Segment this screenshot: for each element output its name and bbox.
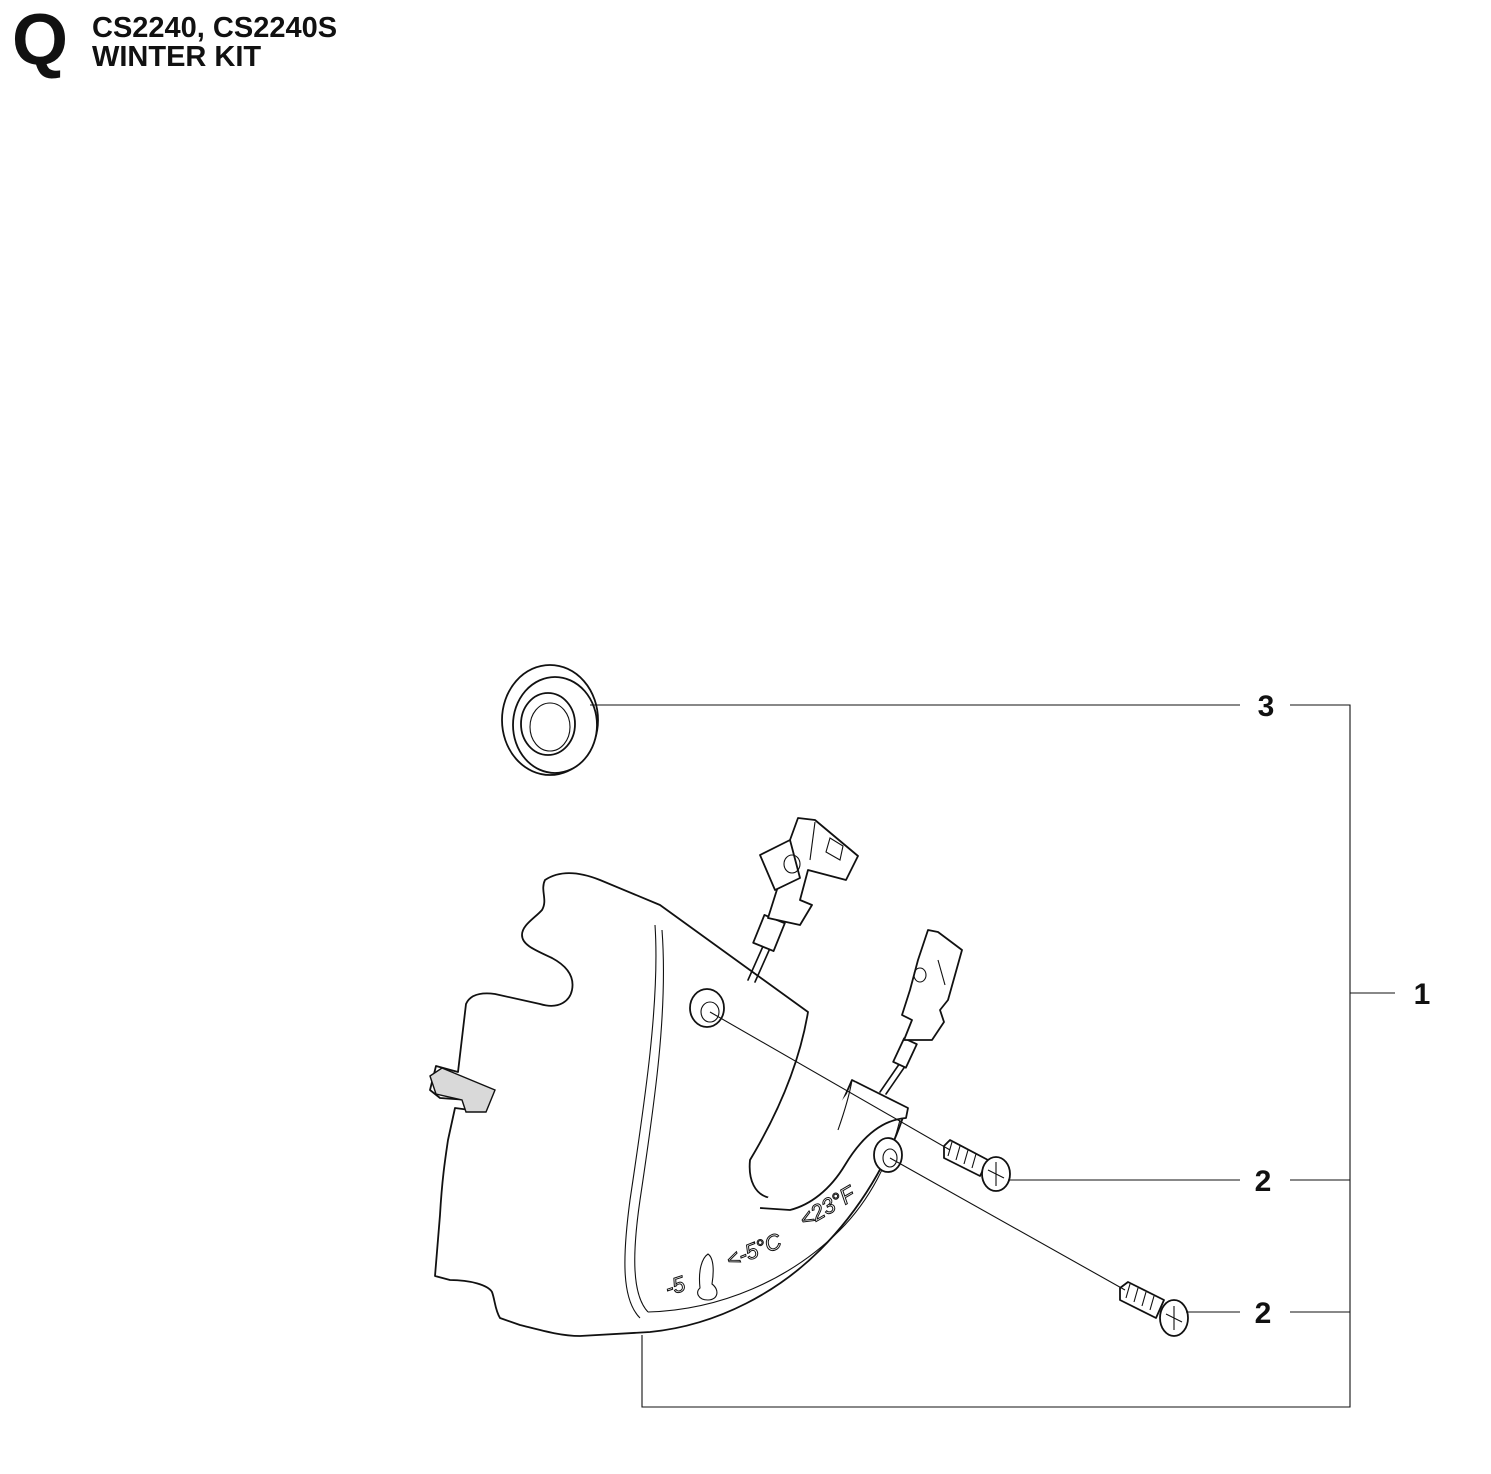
winter-cover-part-1: -5 <-5°C <23°F <box>429 872 909 1337</box>
screw-upper-part-2 <box>943 1139 1011 1192</box>
page-header: Q CS2240, CS2240S WINTER KIT <box>8 4 608 88</box>
callout-2-lower: 2 <box>1255 1297 1272 1330</box>
leader-lines <box>590 704 1395 1408</box>
cable-connector-upper <box>747 817 859 983</box>
callout-1: 1 <box>1414 978 1431 1011</box>
grommet-part-3 <box>501 664 599 776</box>
callout-2-upper: 2 <box>1255 1165 1272 1198</box>
section-letter: Q <box>12 0 69 80</box>
screw-lower-part-2 <box>1119 1281 1189 1337</box>
cable-connector-lower <box>879 929 963 1095</box>
model-numbers: CS2240, CS2240S <box>92 12 338 44</box>
page-title: WINTER KIT <box>92 41 262 73</box>
callout-3: 3 <box>1258 690 1275 723</box>
